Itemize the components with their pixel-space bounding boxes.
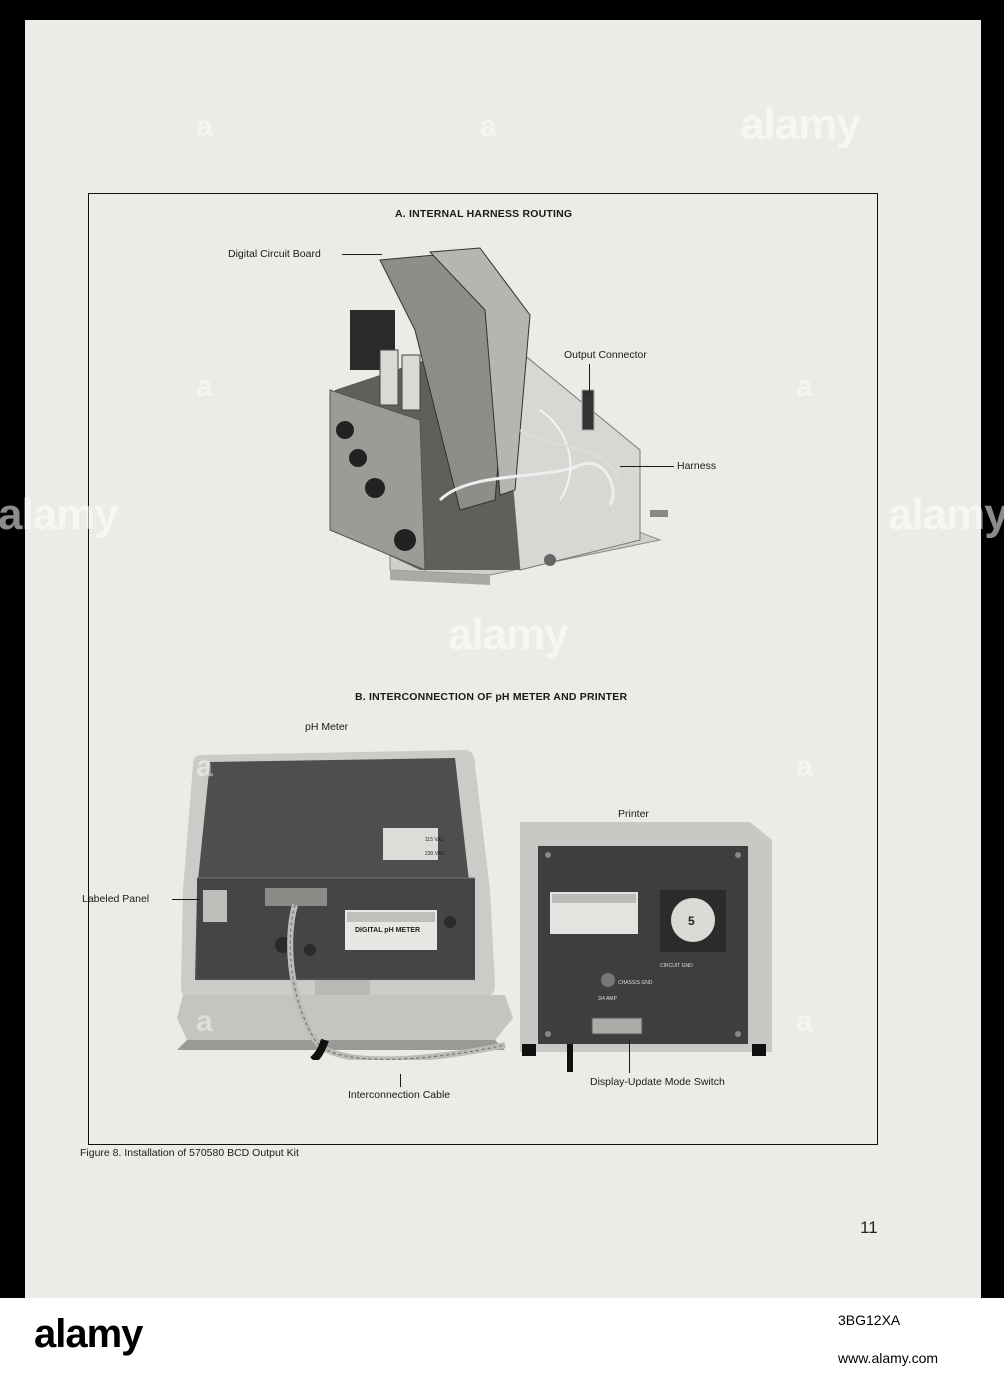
label-digital-circuit-board: Digital Circuit Board [228, 248, 321, 260]
circuit-gnd-text: CIRCUIT GND [660, 963, 693, 969]
watermark-glyph-6: a [796, 750, 813, 783]
leader-display-update-switch [629, 1040, 630, 1073]
footer-url: www.alamy.com [838, 1350, 939, 1366]
printer-photo: 5 3/4 AMP CIRCUIT GND CHASSIS GND [520, 822, 772, 1072]
section-a-title: A. INTERNAL HARNESS ROUTING [395, 208, 573, 220]
meter-plate-title: DIGITAL pH METER [355, 927, 420, 934]
leader-digital-circuit-board [342, 254, 382, 255]
amp-text: 3/4 AMP [598, 996, 618, 1002]
internal-harness-photo [329, 247, 668, 585]
figure-frame [88, 193, 878, 1145]
watermark-glyph-7: a [196, 1005, 213, 1038]
watermark-glyph-8: a [796, 1005, 813, 1038]
section-b-title: B. INTERCONNECTION OF pH METER AND PRINT… [355, 691, 628, 703]
figure-caption: Figure 8. Installation of 570580 BCD Out… [80, 1147, 299, 1159]
label-harness: Harness [677, 460, 717, 472]
watermark-left: alamy [0, 490, 119, 539]
page-number: 11 [860, 1218, 878, 1237]
leader-labeled-panel [172, 899, 200, 900]
leader-harness [620, 466, 674, 467]
chassis-gnd-text: CHASSIS GND [618, 980, 653, 986]
printer-dial-text: 5 [688, 914, 695, 928]
watermark-right: alamy [888, 490, 1004, 539]
watermark-top-right: alamy [740, 100, 861, 149]
footer-logo: alamy [34, 1312, 143, 1356]
stock-footer: alamy 3BG12XA www.alamy.com [0, 1298, 1004, 1390]
label-labeled-panel: Labeled Panel [82, 893, 150, 905]
watermark-glyph-2: a [480, 110, 497, 143]
watermark-glyph-5: a [196, 750, 213, 783]
voltage-230-text: 230 VAC [425, 851, 445, 857]
label-printer: Printer [618, 808, 649, 820]
label-interconnection-cable: Interconnection Cable [348, 1089, 451, 1101]
voltage-115-text: 115 VAC [425, 837, 445, 843]
ph-meter-photo: 115 VAC 230 VAC DIGITAL pH METER [177, 750, 513, 1060]
leader-interconnection-cable [400, 1074, 401, 1087]
watermark-glyph-1: a [196, 110, 213, 143]
document-page [25, 20, 981, 1298]
watermark-center: alamy [448, 610, 569, 659]
footer-image-id: 3BG12XA [838, 1312, 901, 1328]
leader-output-connector [589, 364, 590, 394]
label-ph-meter: pH Meter [305, 721, 349, 733]
watermark-glyph-4: a [796, 370, 813, 403]
watermark-glyph-3: a [196, 370, 213, 403]
label-display-update-switch: Display-Update Mode Switch [590, 1076, 725, 1088]
label-output-connector: Output Connector [564, 349, 647, 361]
